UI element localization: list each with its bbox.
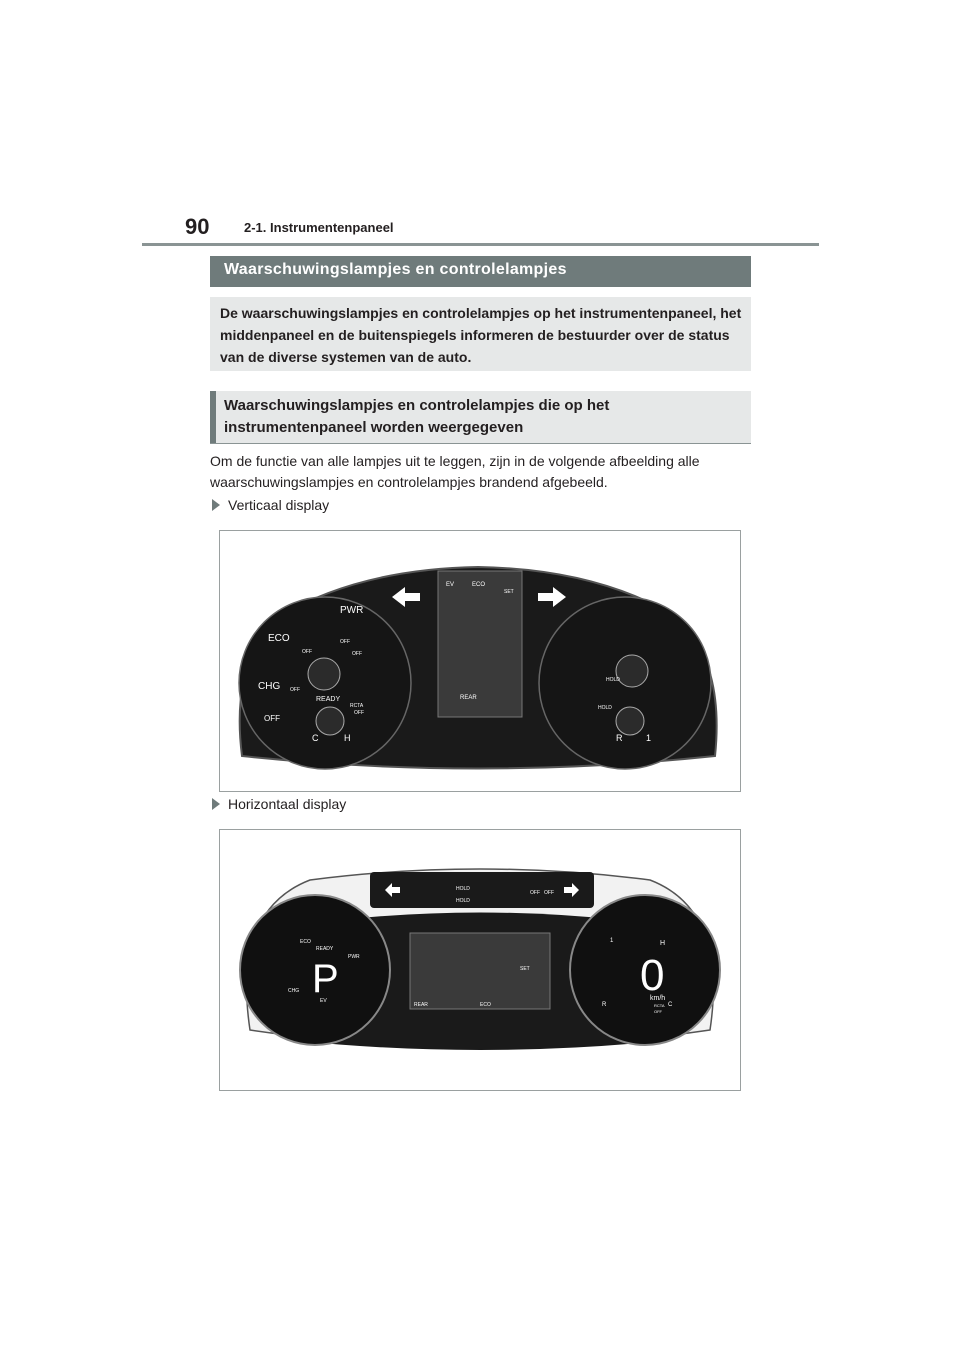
fuel-1-label: 1 <box>646 733 651 743</box>
section-title: Waarschuwingslampjes en controlelampjes <box>224 261 567 278</box>
off-tag-3: OFF <box>352 651 362 657</box>
right-turn-arrow-icon <box>564 883 579 897</box>
page-number: 90 <box>185 214 210 239</box>
ready-label: READY <box>316 946 334 952</box>
vertical-cluster-illustration: PWR ECO CHG OFF READY C H OFF OFF OFF OF… <box>238 565 718 770</box>
hold-label-1: HOLD <box>456 886 470 892</box>
right-gauge-lower-knob <box>615 706 645 736</box>
bullet-vertical: Verticaal display <box>212 497 329 513</box>
pwr-label: PWR <box>340 605 363 616</box>
chg-label: CHG <box>258 681 280 692</box>
bullet-horizontal: Horizontaal display <box>212 796 346 812</box>
rcta-off-label: OFF <box>354 710 364 716</box>
top-indicator-strip <box>370 872 594 908</box>
off-label-1: OFF <box>530 890 540 896</box>
center-display <box>437 570 523 718</box>
hold-label-2: HOLD <box>598 705 612 711</box>
set-label: SET <box>504 589 514 595</box>
fuel-1-label: 1 <box>610 938 614 944</box>
chg-label: CHG <box>288 988 299 994</box>
rear-label: REAR <box>414 1002 428 1008</box>
rcta-label: RCTA <box>350 703 364 709</box>
rcta-off-label: OFF <box>654 1009 663 1014</box>
set-label: SET <box>520 966 530 972</box>
left-turn-arrow-icon <box>385 883 400 897</box>
pwr-label: PWR <box>348 954 360 960</box>
center-display <box>409 932 551 1010</box>
intro-text: De waarschuwingslampjes en controlelampj… <box>220 305 742 365</box>
off-label: OFF <box>264 714 280 723</box>
rcta-label: RCTA <box>654 1003 665 1008</box>
section-title-bar: Waarschuwingslampjes en controlelampjes <box>210 256 751 287</box>
ev-label: EV <box>446 582 454 588</box>
temp-h-label: H <box>344 733 351 743</box>
ev-label: EV <box>320 998 327 1004</box>
left-gauge-knob <box>307 657 341 691</box>
hold-label-1: HOLD <box>606 677 620 683</box>
eco-center-label: ECO <box>480 1002 491 1008</box>
eco-center-label: ECO <box>472 582 485 588</box>
figure-vertical-display: PWR ECO CHG OFF READY C H OFF OFF OFF OF… <box>219 530 741 792</box>
right-turn-arrow-icon <box>538 587 566 607</box>
bullet-triangle-icon <box>212 499 220 511</box>
subheading-box: Waarschuwingslampjes en controlelampjes … <box>210 391 751 444</box>
off-tag-2: OFF <box>340 639 350 645</box>
subheading-text: Waarschuwingslampjes en controlelampjes … <box>224 397 610 436</box>
fuel-r-label: R <box>616 733 623 743</box>
p-off-tag: OFF <box>290 687 300 693</box>
section-label: 2-1. Instrumentenpaneel <box>244 220 394 235</box>
figure-horizontal-display: HOLD HOLD OFF OFF ECO READY PWR CHG P EV… <box>219 829 741 1091</box>
bullet-label: Horizontaal display <box>228 796 347 812</box>
horizontal-cluster-illustration: HOLD HOLD OFF OFF ECO READY PWR CHG P EV… <box>239 868 721 1050</box>
off-label-2: OFF <box>544 890 554 896</box>
left-dial <box>239 894 391 1046</box>
temp-c-label: C <box>312 733 319 743</box>
right-dial <box>569 894 721 1046</box>
temp-h-label: H <box>660 940 665 947</box>
body-text: Om de functie van alle lampjes uit te le… <box>210 453 700 490</box>
left-gauge-lower-knob <box>315 706 345 736</box>
ready-label: READY <box>316 696 340 703</box>
intro-box: De waarschuwingslampjes en controlelampj… <box>210 297 751 371</box>
header-rule <box>142 243 819 246</box>
speed-value: 0 <box>640 951 664 1000</box>
rear-label: REAR <box>460 695 477 701</box>
gear-p-label: P <box>312 957 339 1001</box>
eco-label: ECO <box>300 939 311 945</box>
right-gauge-knob <box>615 654 649 688</box>
bullet-triangle-icon <box>212 798 220 810</box>
eco-label: ECO <box>268 633 290 644</box>
bullet-label: Verticaal display <box>228 497 330 513</box>
speed-unit: km/h <box>650 995 665 1002</box>
hold-label-2: HOLD <box>456 898 470 904</box>
off-tag-1: OFF <box>302 649 312 655</box>
fuel-r-label: R <box>602 1002 607 1008</box>
left-turn-arrow-icon <box>392 587 420 607</box>
temp-c-label: C <box>668 1002 673 1008</box>
subheading-accent <box>210 391 216 443</box>
